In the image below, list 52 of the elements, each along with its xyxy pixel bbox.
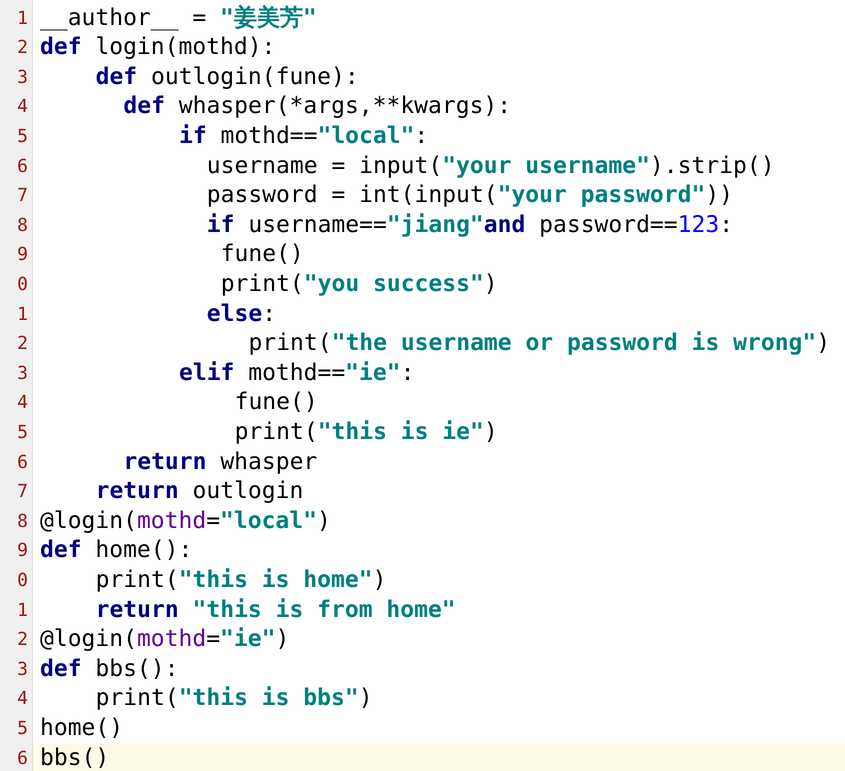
line-number: 3 [16, 362, 28, 386]
line-number: 6 [16, 746, 28, 770]
code-line: def login(mothd): [40, 33, 276, 62]
line-number: 7 [16, 480, 28, 504]
line-number: 8 [16, 510, 28, 534]
line-number: 3 [16, 66, 28, 90]
line-number: 5 [16, 124, 28, 149]
code-line: return "this is from home" [96, 596, 456, 624]
code-line: @login(mothd="ie") [40, 625, 290, 654]
line-number: 6 [16, 154, 28, 178]
code-line: print("this is bbs") [96, 684, 373, 714]
code-line: fune() [234, 388, 318, 418]
code-line: return whasper [123, 448, 318, 476]
line-number: 1 [16, 302, 28, 326]
code-line: if mothd=="local": [179, 122, 428, 151]
line-number: 3 [16, 658, 28, 682]
line-number: 8 [16, 214, 28, 238]
line-number: 0 [16, 272, 28, 297]
line-number: 4 [16, 95, 28, 120]
code-line: fune() [220, 240, 304, 270]
code-line: def bbs(): [40, 654, 178, 684]
code-line: def whasper(*args,**kwargs): [123, 92, 512, 122]
code-line: def outlogin(fune): [96, 62, 359, 92]
line-number: 6 [16, 450, 28, 474]
code-line: home() [40, 714, 124, 743]
code-line: bbs() [40, 744, 110, 771]
line-number: 4 [16, 687, 28, 712]
line-number: 2 [16, 628, 28, 652]
line-number: 2 [16, 332, 28, 356]
line-number: 0 [16, 568, 28, 593]
code-line: print("you success") [220, 270, 498, 299]
code-line: print("this is ie") [234, 418, 498, 447]
line-number: 7 [16, 184, 28, 208]
line-number: 2 [16, 36, 28, 60]
code-line: @login(mothd="local") [40, 506, 331, 536]
code-line: if username=="jiang"and password==123: [206, 210, 734, 240]
code-line: password = int(input("your password")) [206, 181, 734, 210]
code-line: username = input("your username").strip() [206, 152, 775, 180]
code-line: __author__ = "姜美芳" [40, 4, 317, 32]
line-number: 1 [16, 6, 28, 30]
line-number: 5 [16, 716, 28, 741]
code-line: def home(): [40, 536, 192, 566]
code-line: print("this is home") [96, 566, 386, 595]
code-line: elif mothd=="ie": [179, 358, 414, 388]
code-line: print("the username or password is wrong") [248, 329, 830, 358]
line-number: 5 [16, 420, 28, 445]
line-number: 4 [16, 391, 28, 416]
line-number: 9 [16, 243, 28, 268]
line-number: 1 [16, 598, 28, 622]
code-line: return outlogin [96, 477, 304, 506]
line-number: 9 [16, 539, 28, 564]
code-line: else: [206, 300, 276, 328]
